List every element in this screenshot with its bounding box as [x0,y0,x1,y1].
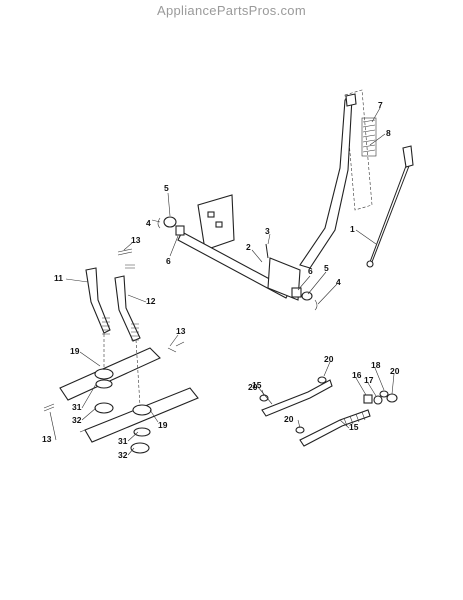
bushing-31b [133,427,151,437]
plate-slot [207,211,215,218]
rod-15a [261,379,333,417]
callout-4b: 4 [336,277,341,287]
washer-5b [301,291,313,301]
part-18 [379,390,389,398]
callout-6b: 6 [308,266,313,276]
plate-slot [215,221,223,228]
pin-3 [265,243,269,259]
washer-32 [94,402,114,414]
callout-15a: 15 [252,380,262,390]
leader-dashed [103,334,141,407]
callout-6: 6 [166,256,171,266]
callout-32b: 32 [118,450,128,460]
callout-1: 1 [350,224,355,234]
callout-2: 2 [246,242,251,252]
cotter-pin-13d [79,427,91,433]
cross-shaft [177,231,291,299]
bushing-6b [291,287,302,298]
cotter-pin-13e [167,341,185,353]
callout-31a: 31 [72,402,82,412]
callout-5: 5 [164,183,169,193]
lever-tip [345,93,357,107]
callout-19b: 19 [158,420,168,430]
callout-18: 18 [371,360,381,370]
callout-19a: 19 [70,346,80,356]
callout-31b: 31 [118,436,128,446]
clip-20d [386,393,398,403]
part-16 [363,394,373,404]
cotter-pin-13b [125,264,135,269]
callout-8: 8 [386,128,391,138]
callout-7: 7 [378,100,383,110]
washer-32b [130,442,150,454]
dashed-outline [344,89,373,211]
leader-lines [49,107,395,456]
bushing-31 [95,379,113,389]
callout-20c: 20 [284,414,294,424]
callout-17: 17 [364,375,374,385]
callout-4: 4 [146,218,151,228]
bushing-6 [175,225,185,236]
callout-15b: 15 [349,422,359,432]
callout-13b: 13 [176,326,186,336]
part-17 [373,395,383,405]
handle-rod [366,145,414,268]
arm-hub [94,368,114,380]
callout-12: 12 [146,296,156,306]
lift-link-11 [85,267,111,335]
callout-5b: 5 [324,263,329,273]
callout-11: 11 [54,273,63,283]
clip-4 [157,217,161,229]
watermark: AppliancePartsPros.com [157,3,306,18]
cotter-pin-13c [43,403,55,412]
callout-20d: 20 [390,366,400,376]
arm-hub-b [132,404,152,416]
callout-13a: 13 [131,235,141,245]
callout-3: 3 [265,226,270,236]
callout-32a: 32 [72,415,82,425]
lift-link-12 [114,275,141,342]
callout-13c: 13 [42,434,52,444]
clip-20a [317,376,327,384]
clip-4b [314,299,318,311]
lift-lever [299,97,353,269]
callout-20a: 20 [324,354,334,364]
spring-7 [361,117,377,157]
callout-20b: 20 [248,382,258,392]
rod-15b [299,409,371,447]
washer-5 [163,216,177,228]
callout-16: 16 [352,370,362,380]
cotter-pin-13a [117,248,133,256]
